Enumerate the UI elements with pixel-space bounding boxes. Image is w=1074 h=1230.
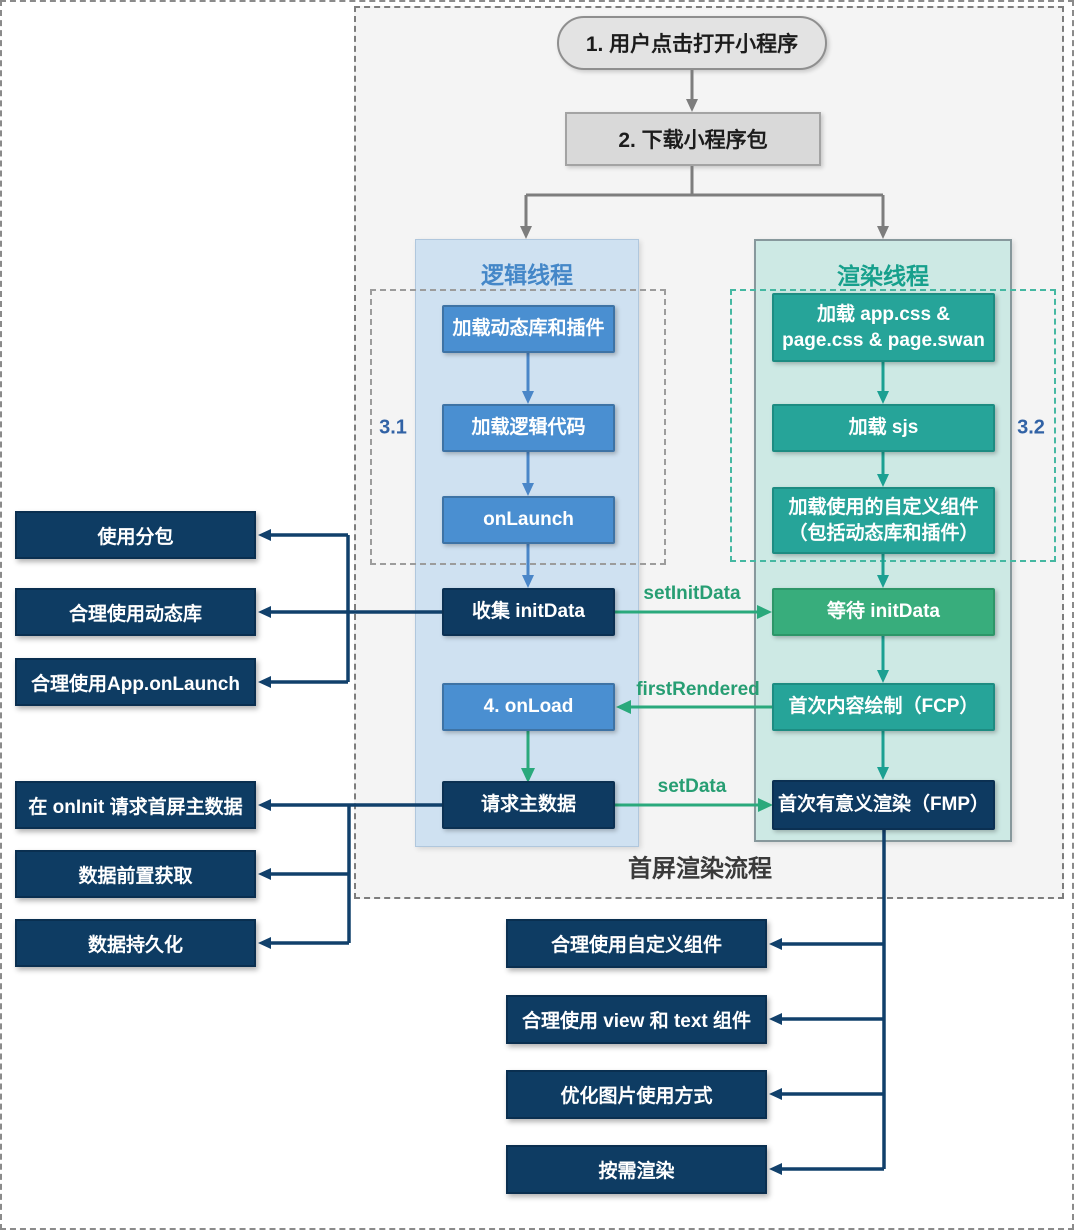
tip-data-persistence: 数据持久化 — [15, 919, 256, 967]
start-pill: 1. 用户点击打开小程序 — [557, 16, 827, 70]
logic-thread-title: 逻辑线程 — [481, 262, 573, 288]
group-3-1-label: 3.1 — [379, 416, 407, 439]
download-package-box: 2. 下载小程序包 — [565, 112, 821, 166]
tip-oninit-request: 在 onInit 请求首屏主数据 — [15, 781, 256, 829]
node-load-css: 加载 app.css & page.css & page.swan — [772, 293, 995, 362]
node-load-dynamic-libs: 加载动态库和插件 — [442, 305, 615, 353]
render-thread-title: 渲染线程 — [837, 263, 929, 289]
node-collect-initdata: 收集 initData — [442, 588, 615, 636]
tip-data-prefetch: 数据前置获取 — [15, 850, 256, 898]
tip-use-dynamic-lib: 合理使用动态库 — [15, 588, 256, 636]
node-load-logic-code: 加载逻辑代码 — [442, 404, 615, 452]
node-wait-initdata: 等待 initData — [772, 588, 995, 636]
container-title: 首屏渲染流程 — [628, 855, 772, 883]
tip-use-subpackage: 使用分包 — [15, 511, 256, 559]
tip-render-on-demand: 按需渲染 — [506, 1145, 767, 1194]
group-3-2-label: 3.2 — [1017, 416, 1045, 439]
tip-custom-components: 合理使用自定义组件 — [506, 919, 767, 968]
node-onlaunch: onLaunch — [442, 496, 615, 544]
arrow-label-firstrendered: firstRendered — [636, 679, 760, 700]
tip-view-text-components: 合理使用 view 和 text 组件 — [506, 995, 767, 1044]
group-3-2-outline — [730, 289, 1056, 562]
node-load-custom-components: 加载使用的自定义组件 （包括动态库和插件） — [772, 487, 995, 554]
node-request-main-data: 请求主数据 — [442, 781, 615, 829]
node-onload: 4. onLoad — [442, 683, 615, 731]
node-fcp: 首次内容绘制（FCP） — [772, 683, 995, 731]
arrow-label-setdata: setData — [657, 776, 727, 797]
node-load-sjs: 加载 sjs — [772, 404, 995, 452]
tip-optimize-images: 优化图片使用方式 — [506, 1070, 767, 1119]
arrow-label-setinitdata: setInitData — [643, 583, 741, 604]
group-3-1-outline — [370, 289, 666, 565]
node-fmp: 首次有意义渲染（FMP） — [772, 780, 995, 830]
tip-use-app-onlaunch: 合理使用App.onLaunch — [15, 658, 256, 706]
